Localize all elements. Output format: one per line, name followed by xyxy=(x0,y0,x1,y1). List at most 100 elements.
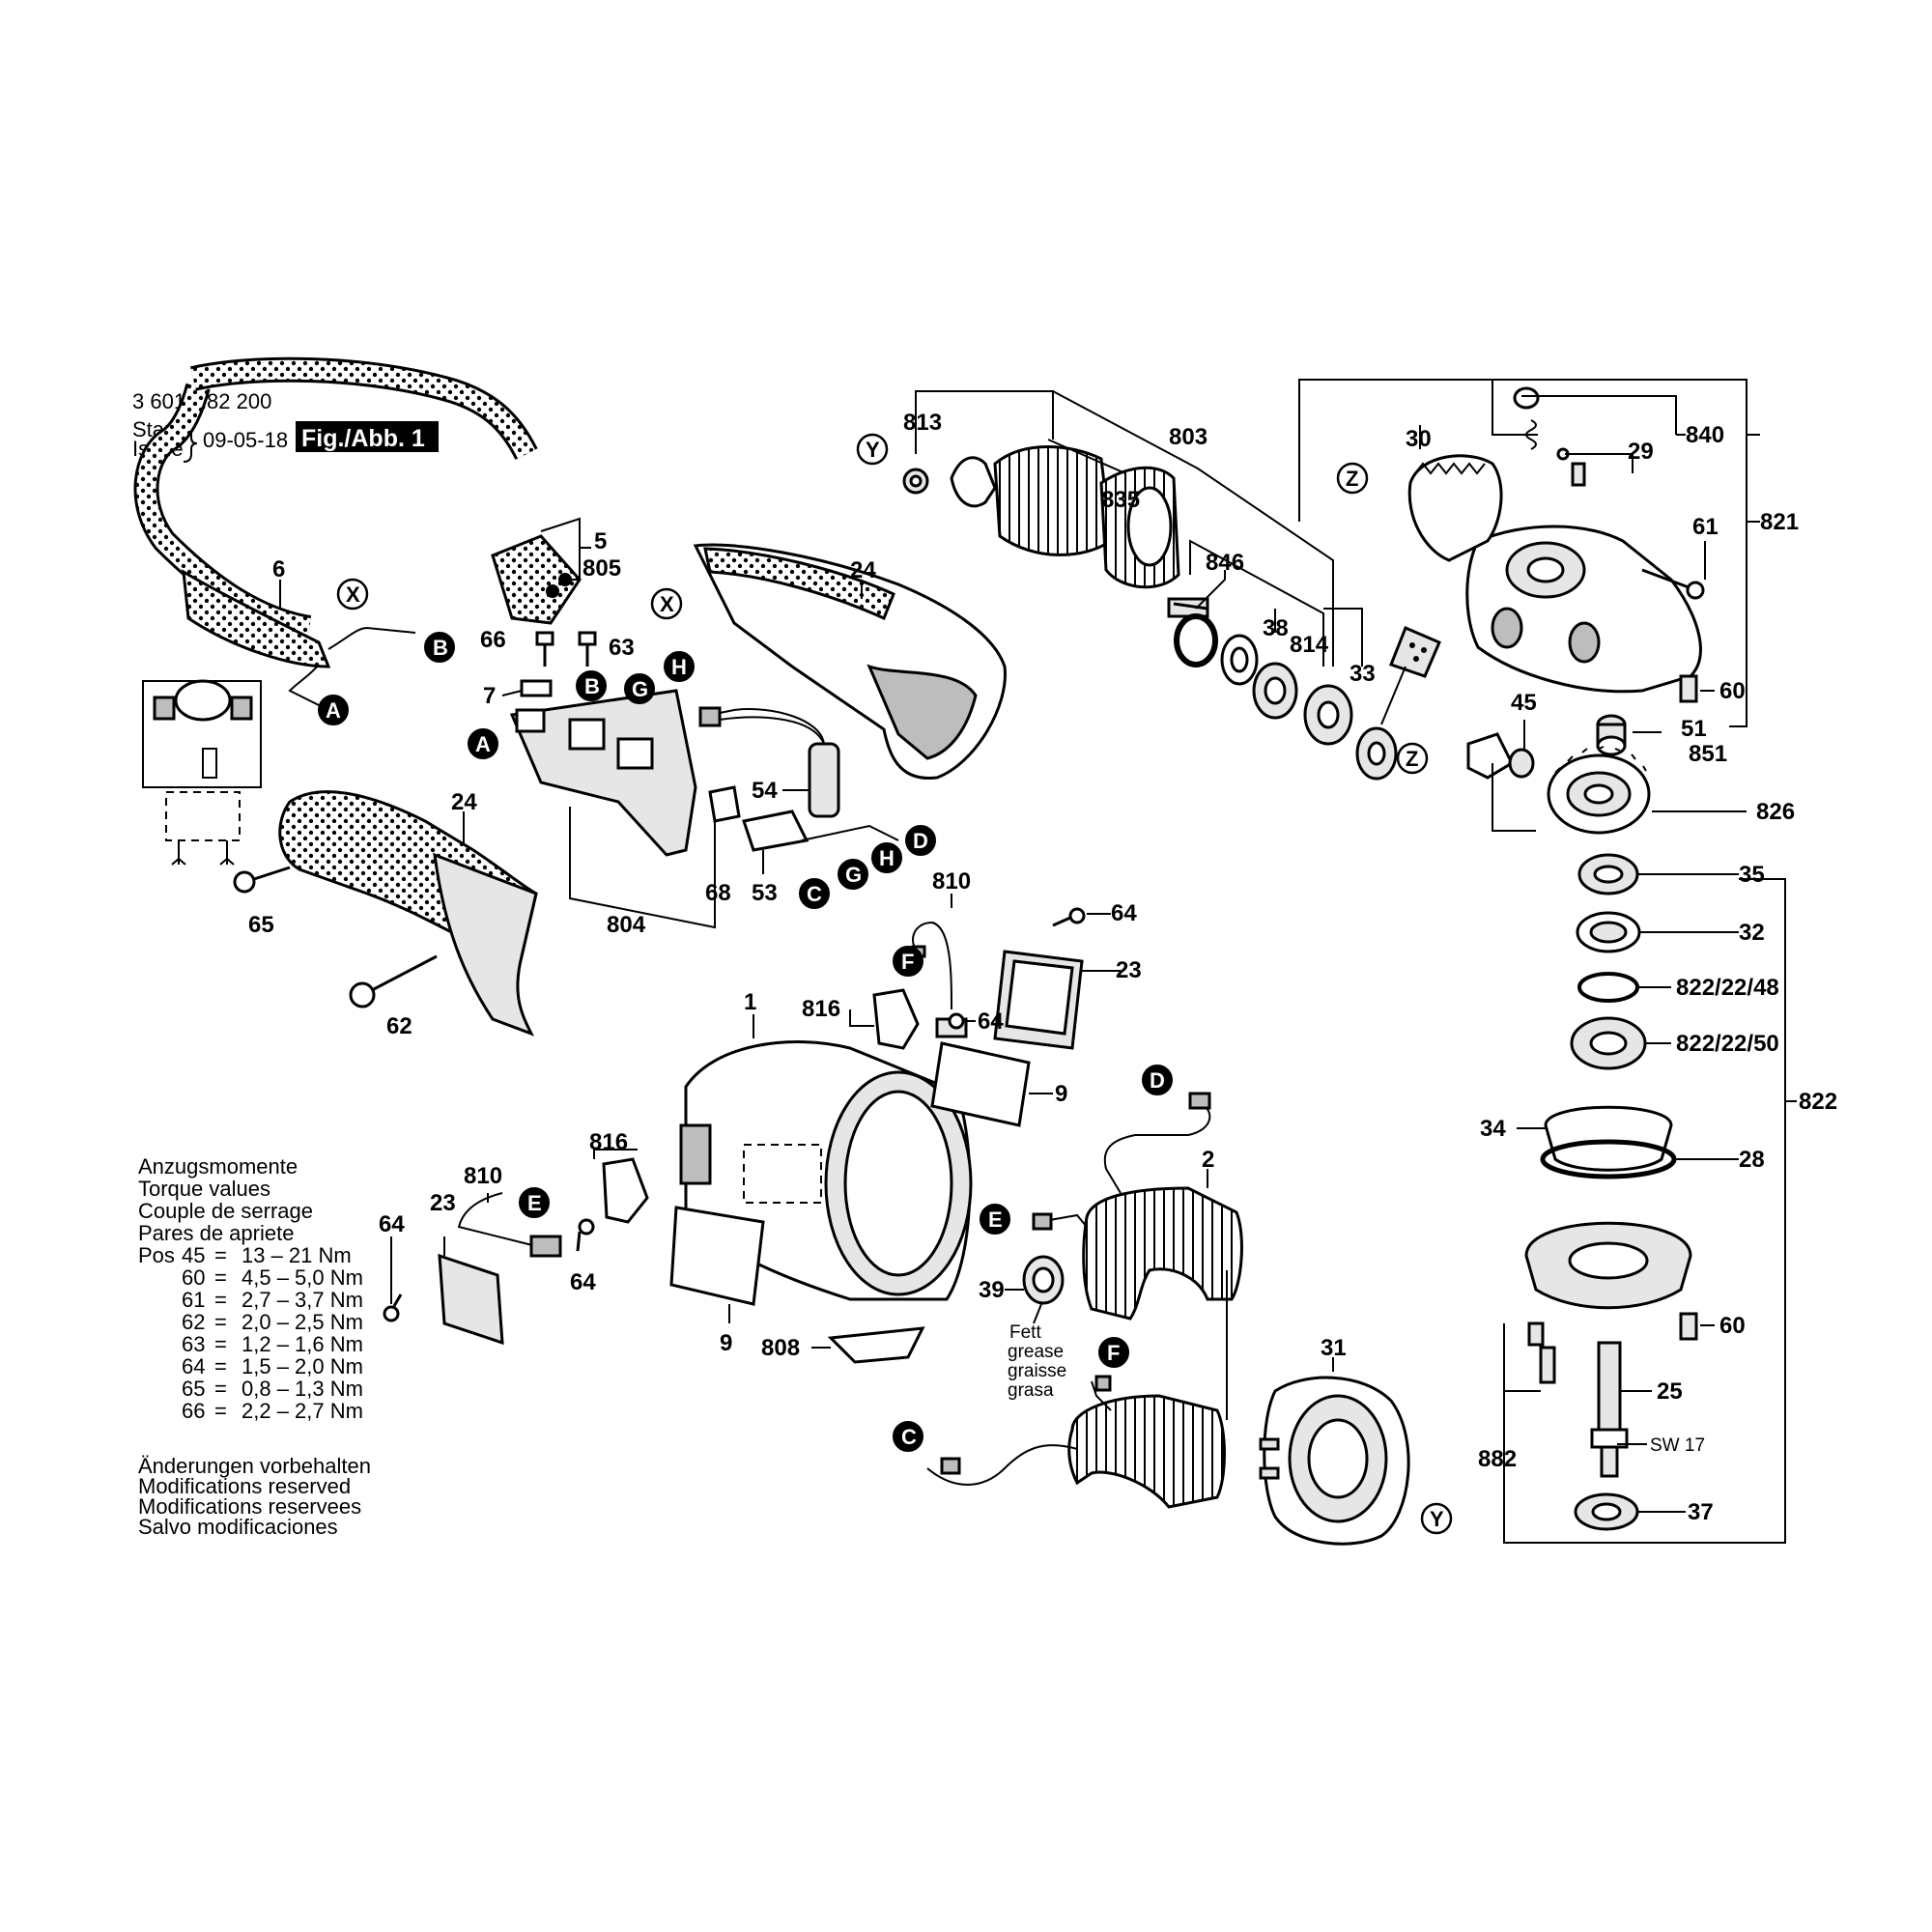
spindle-25 xyxy=(1597,1341,1622,1436)
screw-64-holder-top: 64 xyxy=(948,1009,1004,1035)
label-35: 35 xyxy=(1739,862,1765,888)
label-68: 68 xyxy=(705,880,731,906)
switch-body xyxy=(509,689,697,857)
svg-text:C: C xyxy=(901,1425,917,1449)
label-840: 840 xyxy=(1686,422,1724,448)
svg-text:Z: Z xyxy=(1406,747,1418,771)
field-wire-d xyxy=(1103,1092,1211,1194)
svg-text:816: 816 xyxy=(802,996,840,1022)
brush-cover-23-bottom: 23 xyxy=(430,1190,504,1346)
connector-x-handle: X xyxy=(650,587,683,620)
svg-text:A: A xyxy=(326,698,341,723)
wire-switch-d xyxy=(801,824,899,841)
label-821: 821 xyxy=(1760,509,1799,535)
label-882: 882 xyxy=(1478,1446,1517,1472)
svg-text:23: 23 xyxy=(1116,957,1142,983)
connector-d-field: D xyxy=(1142,1065,1173,1095)
handle-base-left xyxy=(433,852,538,1037)
connector-f-brush: F xyxy=(893,946,923,977)
power-cord-upper xyxy=(190,359,535,459)
label-24-right: 24 xyxy=(850,557,876,583)
label-804: 804 xyxy=(607,912,646,938)
connector-e-brush: E xyxy=(519,1187,550,1218)
svg-text:39: 39 xyxy=(979,1277,1005,1303)
wiring-schematic xyxy=(142,679,262,866)
side-handle-thread xyxy=(1568,621,1601,664)
issue-date: 09-05-18 xyxy=(203,428,288,452)
switch-lever-68 xyxy=(708,785,741,823)
svg-text:64: 64 xyxy=(1111,900,1137,926)
carbon-brush-810-top: 810 xyxy=(911,868,971,1010)
connector-d-switch: D xyxy=(905,825,936,856)
svg-text:64: 64 xyxy=(379,1211,405,1237)
schematic-brush xyxy=(230,696,253,721)
svg-text:Y: Y xyxy=(866,438,880,462)
plug-pin-icon xyxy=(546,584,559,598)
svg-text:63: 63 xyxy=(609,635,635,661)
svg-text:66: 66 xyxy=(480,627,506,653)
connector-a-cord: A xyxy=(318,695,349,725)
connector-y-armature: Y xyxy=(856,433,889,466)
handle-vents xyxy=(867,664,978,760)
label-37: 37 xyxy=(1688,1499,1714,1525)
bracket-813-803 xyxy=(915,390,1054,454)
retaining-ring-846: 846 xyxy=(1174,550,1244,668)
svg-text:38: 38 xyxy=(1263,615,1289,641)
svg-text:G: G xyxy=(845,863,862,887)
svg-text:65: 65 xyxy=(248,912,274,938)
armature-core xyxy=(993,445,1113,556)
bracket-840 xyxy=(1521,395,1677,435)
sleeve-51 xyxy=(1596,714,1627,756)
bracket-5-805 xyxy=(540,517,581,581)
screw-60 xyxy=(1679,674,1698,703)
screw-882-long xyxy=(1539,1346,1556,1384)
label-24-left: 24 xyxy=(451,789,477,815)
washer-38: 38 xyxy=(1220,609,1289,686)
svg-text:846: 846 xyxy=(1206,550,1244,576)
bracket-840-left xyxy=(1492,380,1538,436)
label-60-bottom: 60 xyxy=(1719,1313,1746,1339)
field-wire-f xyxy=(1091,1375,1112,1411)
torque-row: 62 = 2,0 – 2,5 Nm xyxy=(182,1310,363,1334)
svg-text:9: 9 xyxy=(1055,1081,1067,1107)
svg-text:B: B xyxy=(584,674,600,698)
connector-x-cord: X xyxy=(336,578,369,611)
svg-text:X: X xyxy=(660,592,674,616)
brush-holder-slot xyxy=(679,1123,712,1185)
schematic-resistor xyxy=(202,748,217,779)
connector-b-cord: B xyxy=(424,632,455,663)
pinion-45: 45 xyxy=(1466,690,1537,780)
torque-title-de: Anzugsmomente xyxy=(138,1154,298,1179)
svg-text:4,5 – 5,0 Nm: 4,5 – 5,0 Nm xyxy=(242,1265,363,1290)
label-53: 53 xyxy=(752,880,778,906)
modification-notes: Änderungen vorbehalten Modifications res… xyxy=(138,1454,371,1539)
svg-text:D: D xyxy=(913,829,928,853)
gear-housing-assembly xyxy=(1407,386,1705,703)
label-28: 28 xyxy=(1739,1147,1765,1173)
end-shield-31: 31 xyxy=(1259,1335,1410,1546)
carbon-brush-810-bottom: 810 xyxy=(457,1163,562,1258)
label-1: 1 xyxy=(744,989,756,1015)
torque-pos-label: Pos xyxy=(138,1243,175,1267)
schematic-brush xyxy=(153,696,176,721)
torque-title-es: Pares de apriete xyxy=(138,1221,294,1245)
svg-text:X: X xyxy=(346,582,360,607)
grease-de: Fett xyxy=(1009,1322,1041,1343)
svg-text:816: 816 xyxy=(589,1129,628,1155)
torque-row: 60 = 4,5 – 5,0 Nm xyxy=(182,1265,363,1290)
torque-title-en: Torque values xyxy=(138,1177,270,1201)
svg-text:65: 65 xyxy=(182,1377,205,1401)
bracket-33 xyxy=(1323,608,1363,667)
screw-64-cover-top: 64 xyxy=(1052,900,1137,927)
switch-contact xyxy=(616,737,654,770)
spindle-stack xyxy=(1524,853,1698,1531)
label-plate-808: 808 xyxy=(761,1326,925,1364)
connector-z-housing: Z xyxy=(1336,462,1369,495)
bracket-846-814 xyxy=(1189,539,1324,667)
bearing-814: 814 xyxy=(1252,632,1329,720)
screw-882 xyxy=(1527,1321,1545,1347)
svg-text:2,7 – 3,7 Nm: 2,7 – 3,7 Nm xyxy=(242,1288,363,1312)
svg-text:810: 810 xyxy=(464,1163,502,1189)
svg-text:66: 66 xyxy=(182,1399,205,1423)
svg-text:7: 7 xyxy=(483,683,496,709)
